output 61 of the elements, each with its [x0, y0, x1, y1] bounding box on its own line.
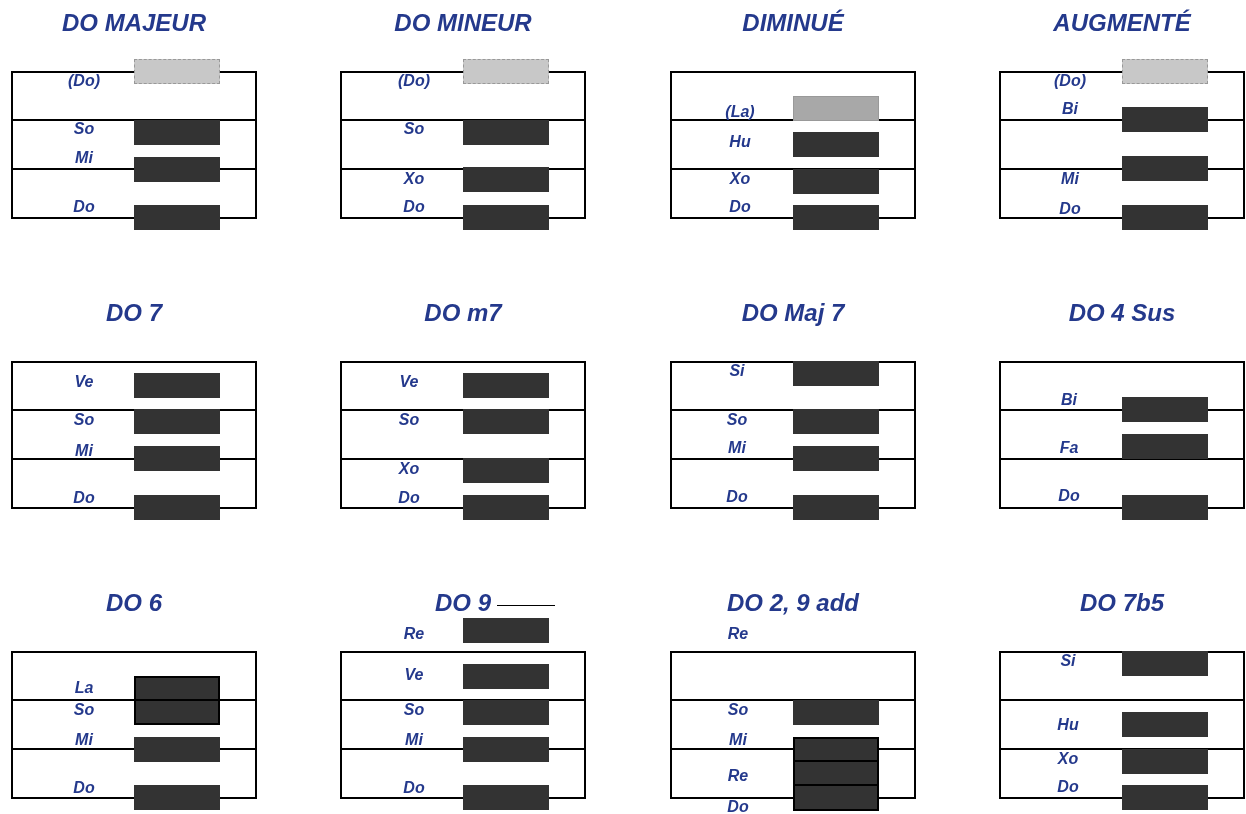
note-label: Xo — [397, 461, 421, 477]
note-label: Si — [1059, 653, 1077, 669]
note-label: Re — [726, 768, 750, 784]
note-label: Re — [726, 626, 750, 642]
chord-title: DO m7 — [423, 299, 504, 327]
note-label: Do — [72, 780, 96, 796]
chord-title: DO Maj 7 — [740, 299, 847, 327]
note-label: Hu — [1056, 717, 1080, 733]
note-label: So — [402, 702, 426, 718]
note-label: So — [72, 412, 96, 428]
note-label: Xo — [1056, 751, 1080, 767]
note-label: Do — [726, 799, 750, 814]
note-label: Bi — [1060, 392, 1078, 408]
note-label: (Do) — [67, 73, 101, 89]
note-label: Bi — [1061, 101, 1079, 117]
note-label: So — [72, 702, 96, 718]
note-label: Do — [402, 780, 426, 796]
note-label: Ve — [73, 374, 95, 390]
note-label: Mi — [404, 732, 424, 748]
note-label: La — [73, 680, 95, 696]
note-label: Re — [402, 626, 426, 642]
note-label: Do — [725, 489, 749, 505]
note-label: Do — [72, 199, 96, 215]
note-label: Mi — [74, 150, 94, 166]
note-label: Si — [728, 363, 746, 379]
chord-title: AUGMENTÉ — [1052, 9, 1193, 37]
chord-title: DO 2, 9 add — [725, 589, 861, 617]
note-label: Mi — [74, 443, 94, 459]
note-label: Mi — [727, 440, 747, 456]
note-label: Ve — [403, 667, 425, 683]
note-label: Do — [1058, 201, 1082, 217]
chord-title: DO 6 — [105, 589, 163, 617]
chord-title: DIMINUÉ — [741, 9, 846, 37]
note-label: Fa — [1058, 440, 1080, 456]
note-label: Do — [1057, 488, 1081, 504]
note-label: Mi — [728, 732, 748, 748]
note-label: So — [725, 412, 749, 428]
note-label: So — [397, 412, 421, 428]
note-label: Do — [1056, 779, 1080, 795]
note-label: Mi — [1060, 171, 1080, 187]
note-label: So — [402, 121, 426, 137]
note-label: (Do) — [397, 73, 431, 89]
chord-title: DO 7 — [105, 299, 164, 327]
note-label: Ve — [398, 374, 420, 390]
chord-title: DO 9 — [434, 589, 492, 617]
chord-title: DO MAJEUR — [61, 9, 207, 37]
chord-title: DO MINEUR — [393, 9, 533, 37]
chord-title: DO 4 Sus — [1067, 299, 1177, 327]
note-label: Do — [397, 490, 421, 506]
chord-title: DO 7b5 — [1079, 589, 1166, 617]
note-label: So — [726, 702, 750, 718]
note-label: Do — [72, 490, 96, 506]
note-label: Hu — [728, 134, 752, 150]
note-label: Do — [402, 199, 426, 215]
note-label: Do — [728, 199, 752, 215]
note-label: So — [72, 121, 96, 137]
note-label: Xo — [402, 171, 426, 187]
note-label: (La) — [724, 104, 756, 120]
note-label: (Do) — [1053, 73, 1087, 89]
note-label: Xo — [728, 171, 752, 187]
note-label: Mi — [74, 732, 94, 748]
